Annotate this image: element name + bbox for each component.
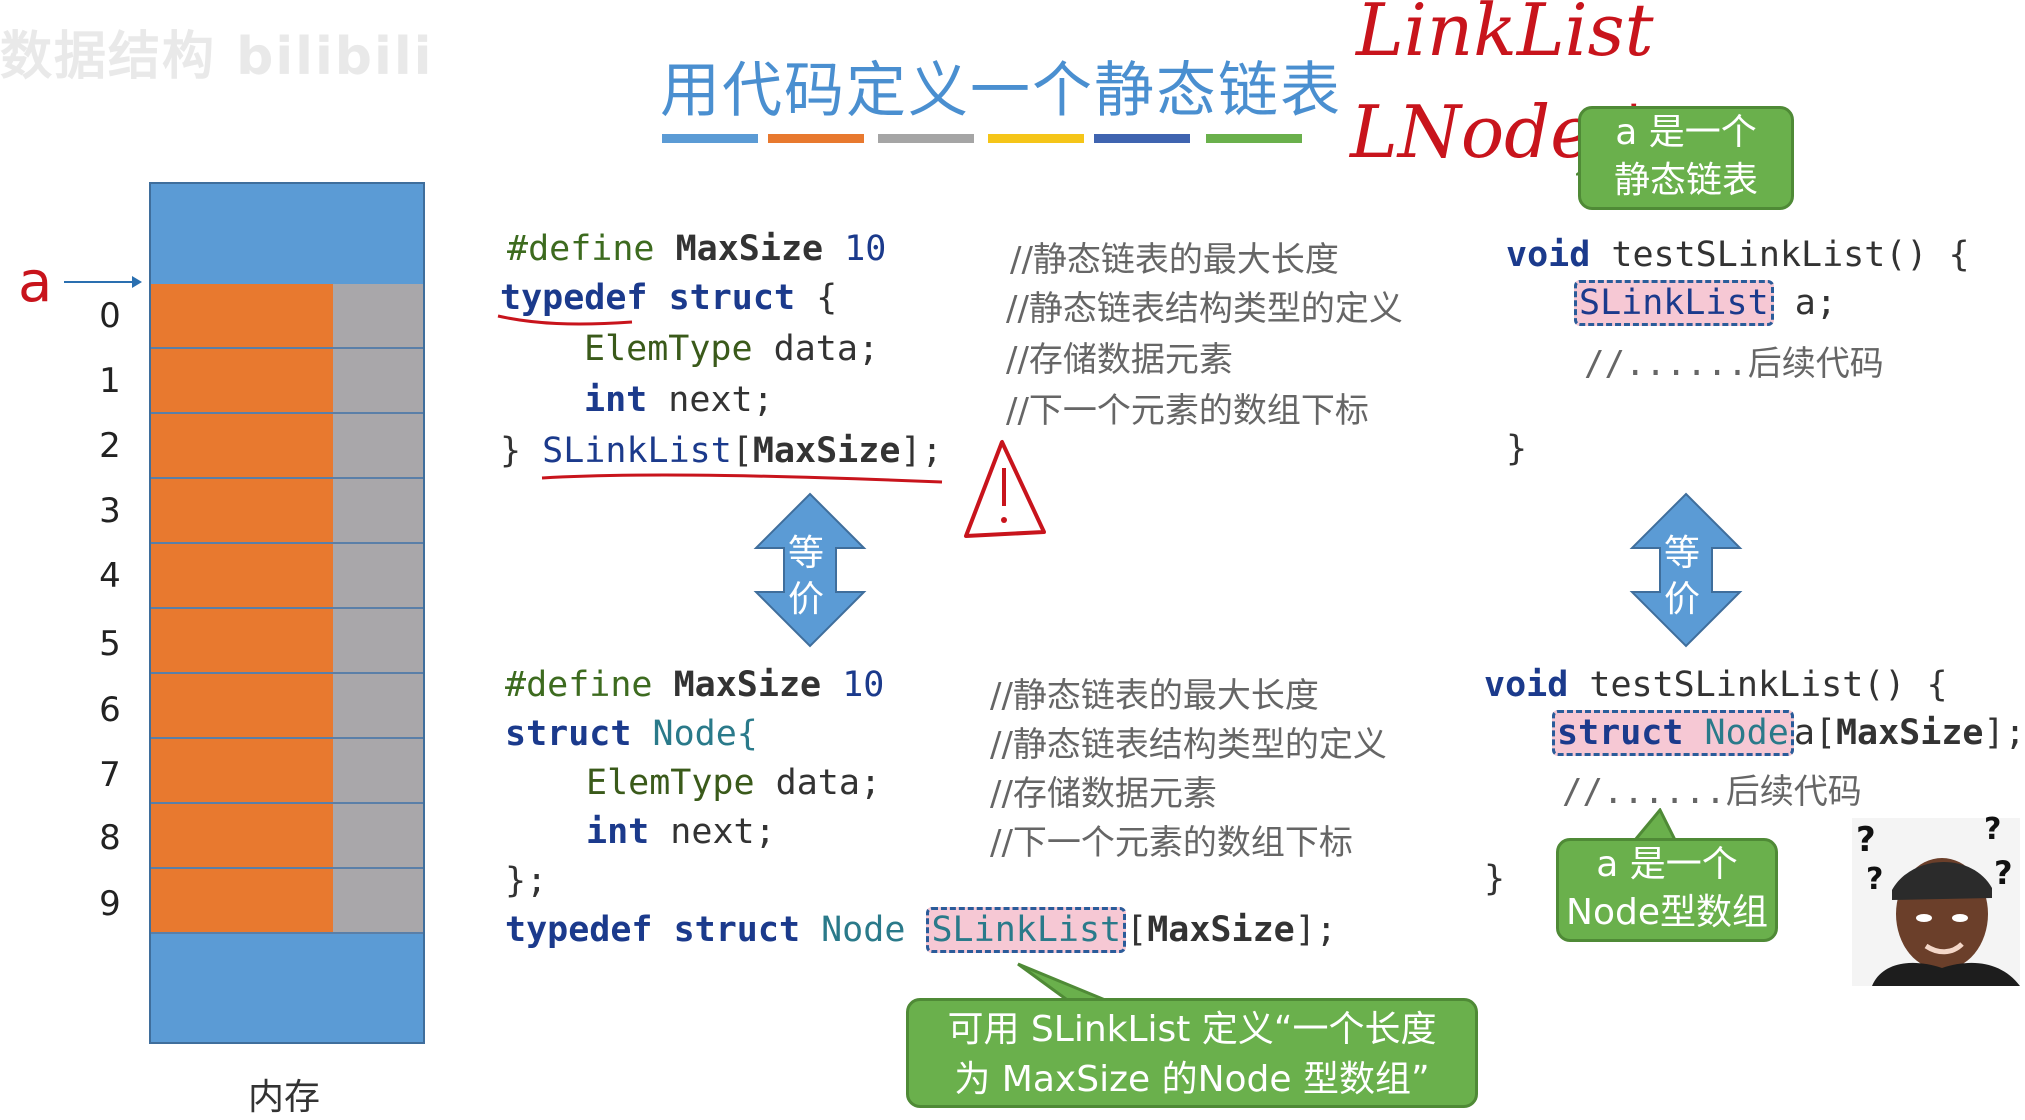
slinklist-highlight: SLinkList	[926, 907, 1127, 953]
question-mark-4: ?	[1994, 854, 2013, 892]
code-bottom-line-2: struct Node{	[505, 714, 758, 754]
question-mark-1: ?	[1856, 820, 1876, 860]
title-underline-gray	[878, 134, 974, 143]
equivalent-label-right-1: 等	[1664, 533, 1701, 574]
pointer-arrow	[64, 276, 142, 288]
callout-static-list: a 是一个 静态链表	[1578, 106, 1794, 210]
code-bottom-line-6: typedef struct Node SLinkList[MaxSize];	[505, 907, 1337, 953]
callout-node-array: a 是一个 Node型数组	[1556, 838, 1778, 942]
array-cell-0	[151, 284, 423, 349]
comment-top-4: //下一个元素的数组下标	[1006, 391, 1369, 431]
struct-node-highlight: struct Node	[1552, 710, 1794, 756]
array-cell-8	[151, 804, 423, 869]
func-top-comment: //......后续代码	[1584, 344, 1884, 384]
array-cell-7	[151, 739, 423, 804]
comment-top-2: //静态链表结构类型的定义	[1006, 289, 1403, 329]
index-2: 2	[99, 426, 121, 466]
confused-face-sticker	[1852, 818, 2020, 986]
equivalent-label-left-1: 等	[788, 533, 825, 574]
title-underline-orange	[768, 134, 864, 143]
equivalent-label-right-2: 价	[1664, 579, 1701, 620]
index-5: 5	[99, 624, 121, 664]
index-0: 0	[99, 296, 121, 336]
index-4: 4	[99, 556, 121, 596]
func-bottom-comment: //......后续代码	[1562, 772, 1862, 812]
equivalent-arrow-right	[1629, 492, 1743, 648]
confused-face-icon	[1872, 858, 2020, 986]
title-underline-yellow	[988, 134, 1084, 143]
static-list-array	[151, 284, 423, 934]
index-8: 8	[99, 818, 121, 858]
func-bottom-line-1: void testSLinkList() {	[1484, 665, 1948, 705]
code-bottom-line-3: ElemType data;	[586, 763, 882, 803]
code-top-line-1: #define MaxSize 10	[507, 229, 887, 269]
code-bottom-line-5: };	[505, 861, 548, 901]
handwritten-annotations	[497, 314, 943, 484]
comment-bottom-2: //静态链表结构类型的定义	[990, 725, 1387, 765]
comment-bottom-3: //存储数据元素	[990, 774, 1217, 814]
index-3: 3	[99, 491, 121, 531]
func-top-line-2: SLinkList a;	[1574, 280, 1837, 326]
title-underline-blue	[662, 134, 758, 143]
comment-bottom-1: //静态链表的最大长度	[990, 676, 1319, 716]
title-underline-green	[1206, 134, 1302, 143]
question-mark-2: ?	[1866, 862, 1884, 897]
index-9: 9	[99, 884, 121, 924]
array-cell-1	[151, 349, 423, 414]
code-top-line-5: } SLinkList[MaxSize];	[500, 431, 943, 471]
array-cell-3	[151, 479, 423, 544]
code-top-line-4: int next;	[584, 380, 774, 420]
handwritten-linklist: LinkList	[1356, 0, 1654, 72]
array-cell-6	[151, 674, 423, 739]
title-underline-darkblue	[1094, 134, 1190, 143]
question-mark-3: ?	[1984, 812, 2002, 847]
code-top-line-3: ElemType data;	[584, 329, 880, 369]
warning-icon	[964, 440, 1046, 538]
code-bottom-line-1: #define MaxSize 10	[505, 665, 885, 705]
array-cell-5	[151, 609, 423, 674]
comment-top-1: //静态链表的最大长度	[1010, 240, 1339, 280]
equivalent-label-left-2: 价	[788, 579, 825, 620]
comment-top-3: //存储数据元素	[1006, 340, 1233, 380]
equivalent-arrow-left	[753, 492, 867, 648]
watermark: 数据结构 bilibili	[0, 27, 434, 87]
slide-title: 用代码定义一个静态链表	[660, 56, 1342, 126]
code-bottom-line-4: int next;	[586, 812, 776, 852]
pointer-label-a: a	[18, 250, 53, 315]
array-cell-2	[151, 414, 423, 479]
array-cell-9	[151, 869, 423, 934]
index-6: 6	[99, 690, 121, 730]
callout-slinklist-definition: 可用 SLinkList 定义“一个长度 为 MaxSize 的Node 型数组…	[906, 998, 1478, 1108]
index-7: 7	[99, 755, 121, 795]
func-top-line-1: void testSLinkList() {	[1506, 235, 1970, 275]
func-bottom-close: }	[1484, 859, 1506, 899]
memory-caption: 内存	[248, 1077, 321, 1118]
slinklist-type-highlight: SLinkList	[1574, 280, 1774, 326]
index-1: 1	[99, 361, 121, 401]
array-cell-4	[151, 544, 423, 609]
func-top-close: }	[1506, 429, 1528, 469]
code-top-line-2: typedef struct {	[500, 278, 838, 318]
comment-bottom-4: //下一个元素的数组下标	[990, 823, 1353, 863]
